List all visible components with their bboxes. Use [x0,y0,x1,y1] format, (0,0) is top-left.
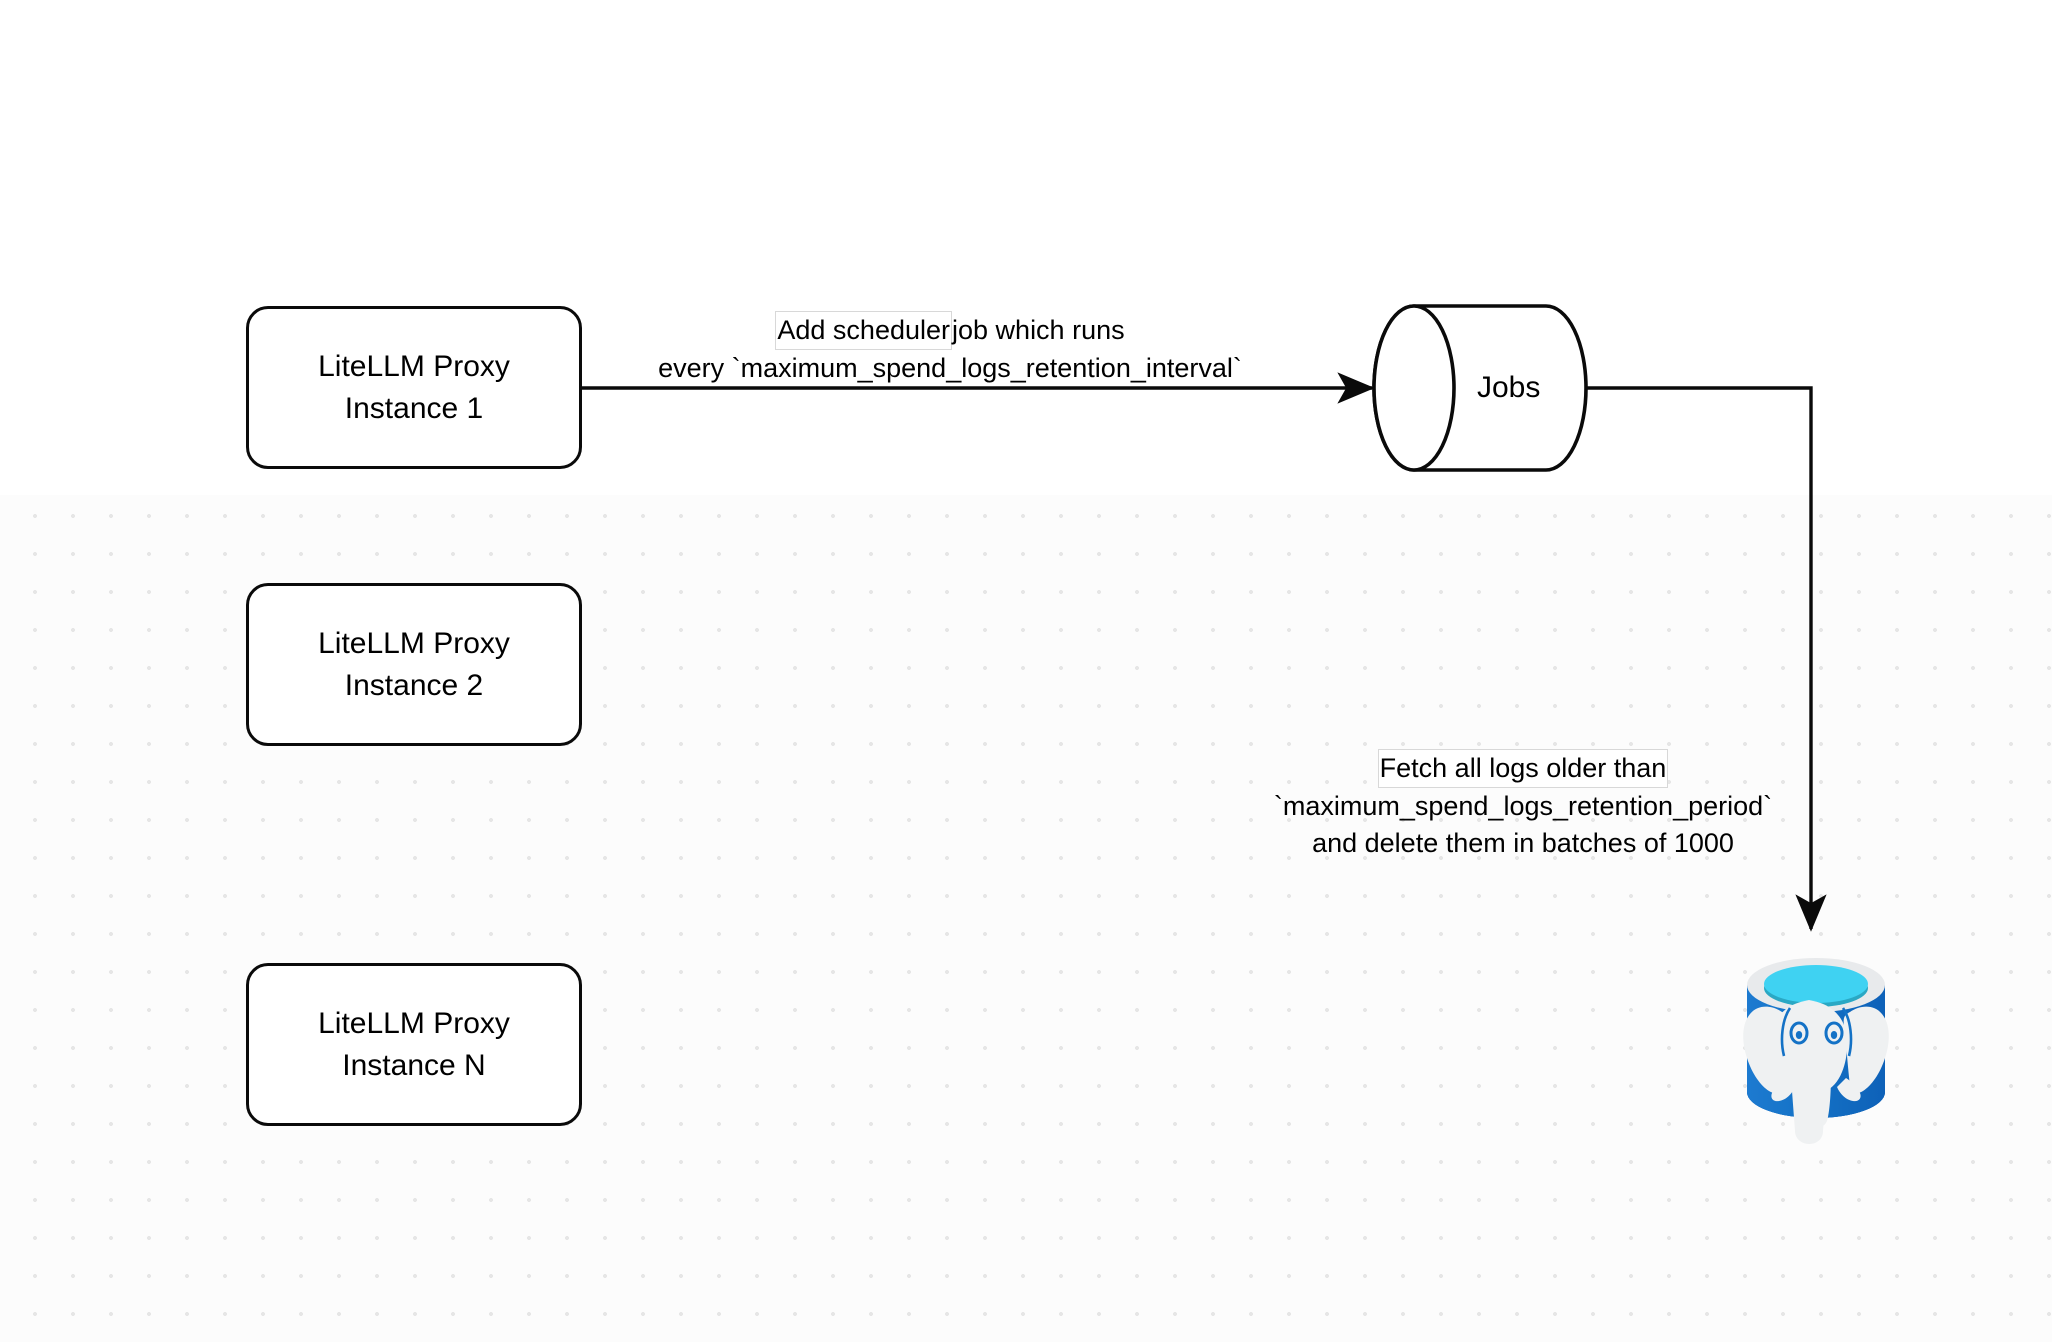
scheduler-label-line-1-rest: job which runs [952,315,1125,345]
cleanup-label-line-3: and delete them in batches of 1000 [1312,828,1734,858]
instance-n-line-1: LiteLLM Proxy [318,1006,510,1040]
instance-1-line-2: Instance 1 [344,391,484,425]
scheduler-label-line-2: every `maximum_spend_logs_retention_inte… [658,353,1242,383]
edge-label-scheduler: Add scheduler job which runs every `maxi… [622,311,1278,387]
instance-n-line-2: Instance N [342,1048,486,1082]
node-litellm-proxy-instance-1[interactable]: LiteLLM Proxy Instance 1 [246,306,582,469]
instance-1-line-1: LiteLLM Proxy [318,349,510,383]
cleanup-label-line-2: `maximum_spend_logs_retention_period` [1273,791,1773,821]
node-litellm-proxy-instance-2[interactable]: LiteLLM Proxy Instance 2 [246,583,582,746]
cleanup-label-line-1-highlight: Fetch all logs older than [1377,749,1669,788]
edge-label-cleanup: Fetch all logs older than `maximum_spend… [1250,749,1796,862]
instance-2-line-1: LiteLLM Proxy [318,626,510,660]
node-litellm-proxy-instance-n[interactable]: LiteLLM Proxy Instance N [246,963,582,1126]
jobs-node-label: Jobs [1477,371,1541,404]
scheduler-label-line-1-highlight: Add scheduler [775,311,953,350]
scheduler-label-line-1: Add scheduler job which runs [622,311,1278,350]
instance-2-line-2: Instance 2 [344,668,484,702]
cleanup-label-line-1: Fetch all logs older than [1250,749,1796,788]
